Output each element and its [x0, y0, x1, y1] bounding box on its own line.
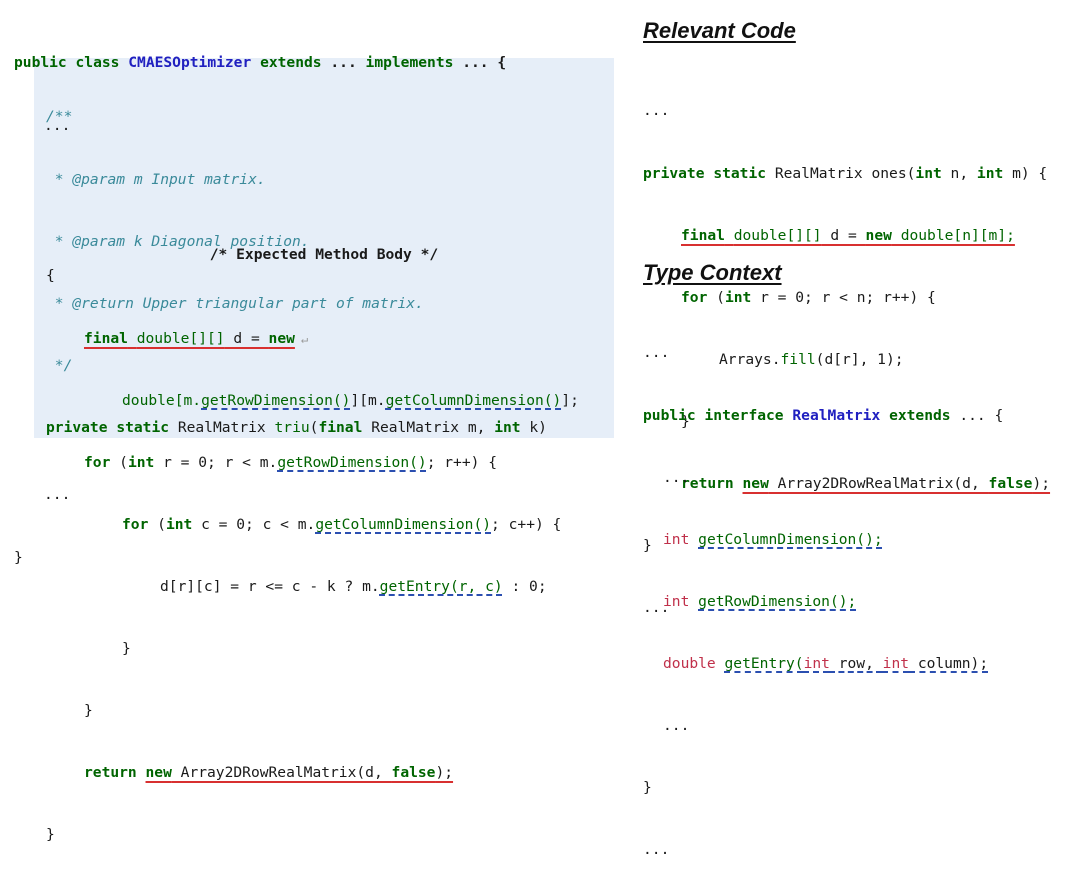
close-brace: } — [46, 826, 55, 844]
method-context-panel — [34, 58, 614, 438]
javadoc-line: * @return Upper triangular part of matri… — [46, 294, 424, 312]
javadoc-line: * @param k Diagonal position. — [46, 232, 310, 250]
javadoc-block: /** * @param m Input matrix. * @param k … — [46, 66, 547, 459]
open-brace: { — [46, 267, 55, 285]
javadoc-line: */ — [46, 356, 73, 374]
expected-body-label: /* Expected Method Body */ — [209, 246, 439, 264]
interface-signature: public interface RealMatrix extends ... … — [643, 406, 1004, 424]
line-wrap-icon: ↵ — [300, 331, 309, 346]
class-header: public class CMAESOptimizer extends ... … — [14, 54, 507, 72]
body-line-6: } — [122, 639, 131, 657]
body-line-5: d[r][c] = r <= c - k ? m.getEntry(r, c) … — [160, 577, 547, 595]
class-header-block: public class CMAESOptimizer extends ... … — [14, 12, 506, 157]
class-footer: ... } — [14, 444, 70, 589]
final-brace: } — [14, 548, 23, 566]
javadoc-line: /** — [46, 108, 73, 126]
type-context-title: Type Context — [643, 260, 782, 285]
body-line-4: for (int c = 0; c < m.getColumnDimension… — [122, 515, 562, 533]
ellipsis-bottom: ... — [44, 486, 71, 504]
body-line-8: return new Array2DRowRealMatrix(d, false… — [84, 764, 454, 782]
method-signature: private static RealMatrix triu(final Rea… — [46, 418, 547, 436]
relevant-code-title: Relevant Code — [643, 18, 796, 43]
body-line-2: double[m.getRowDimension()][m.getColumnD… — [122, 391, 579, 409]
javadoc-line: * @param m Input matrix. — [46, 170, 266, 188]
body-line-7: } — [84, 702, 93, 720]
relevant-code-block: ... private static RealMatrix ones(int n… — [643, 102, 1051, 617]
type-context-block: ... public interface RealMatrix extends … — [643, 344, 1004, 859]
method-body: { final double[][] d = new↵ double[m.get… — [46, 225, 579, 867]
ellipsis-top: ... — [44, 116, 71, 134]
body-line-3: for (int r = 0; r < m.getRowDimension();… — [84, 453, 497, 471]
ones-signature: private static RealMatrix ones(int n, in… — [643, 164, 1048, 182]
body-line-1: final double[][] d = new↵ — [84, 329, 309, 347]
